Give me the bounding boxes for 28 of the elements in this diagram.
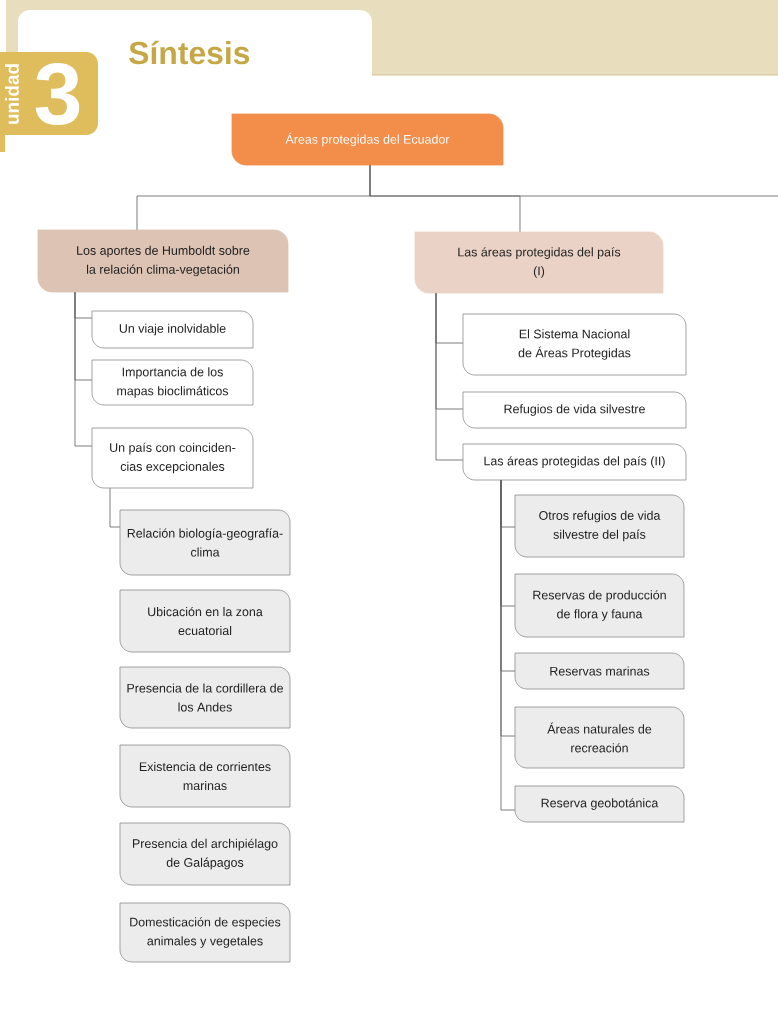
connector-line <box>500 479 516 811</box>
detail-box: Relación biología-geografía- clima <box>119 509 291 576</box>
detail-box: Reservas marinas <box>514 652 685 690</box>
detail-box: Existencia de corrientes marinas <box>119 744 291 808</box>
connector-line <box>74 291 93 447</box>
connector-line <box>369 164 778 197</box>
topic-box: Importancia de los mapas bioclimáticos <box>91 359 254 406</box>
detail-box: Ubicación en la zona ecuatorial <box>119 589 291 653</box>
unit-number: 3 <box>35 62 80 126</box>
connector-line <box>435 292 464 461</box>
detail-box: Reservas de producción de flora y fauna <box>514 573 685 638</box>
detail-box: Reserva geobotánica <box>514 785 685 823</box>
connector-line <box>109 487 121 528</box>
topic-box: Un viaje inolvidable <box>91 310 254 349</box>
detail-box: Áreas naturales de recreación <box>514 706 685 769</box>
detail-box: Domesticación de especies animales y vegetales <box>119 902 291 963</box>
detail-box: Presencia del archipiélago de Galápagos <box>119 822 291 886</box>
subtopic-box: Las áreas protegidas del país (I) <box>414 231 664 294</box>
main-topic-box: Áreas protegidas del Ecuador <box>231 113 504 166</box>
detail-box: Presencia de la cordillera de los Andes <box>119 666 291 729</box>
unit-label: unidad <box>5 64 19 124</box>
subtopic-box: Los aportes de Humboldt sobre la relación clima-vegetación <box>37 229 289 293</box>
topic-box: El Sistema Nacional de Áreas Protegidas <box>462 313 687 376</box>
topic-box: Las áreas protegidas del país (II) <box>462 443 687 481</box>
page-title: Síntesis <box>129 40 250 65</box>
topic-box: Un país con coinciden- cias excepcionales <box>91 427 254 489</box>
detail-box: Otros refugios de vida silvestre del país <box>514 494 685 558</box>
topic-box: Refugios de vida silvestre <box>462 391 687 429</box>
